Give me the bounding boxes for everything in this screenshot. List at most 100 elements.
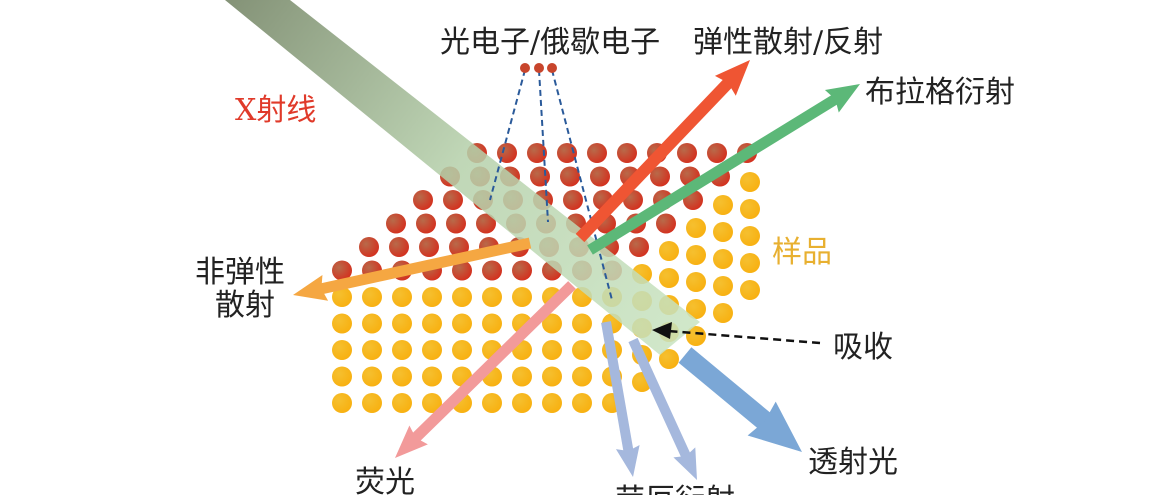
bulk-atom [713, 222, 733, 242]
bulk-atom [332, 313, 352, 334]
bulk-atom [572, 393, 592, 413]
bulk-atom [362, 366, 382, 387]
surface-atom [419, 237, 439, 257]
surface-atom [389, 237, 409, 257]
label-laue-diffraction: 劳厄衍射 [615, 483, 735, 495]
bulk-atom [332, 340, 352, 360]
bulk-atom [392, 340, 412, 360]
bulk-atom [392, 393, 412, 413]
bulk-atom [482, 393, 502, 413]
bulk-atom [686, 245, 706, 265]
surface-atom [386, 213, 406, 234]
label-inelastic-1: 非弹性 [195, 255, 285, 290]
laue-diffraction-arrow [628, 337, 697, 480]
bulk-atom [740, 226, 760, 246]
bulk-atom [362, 393, 382, 413]
label-inelastic-2: 散射 [215, 288, 275, 323]
surface-atom [482, 260, 502, 281]
surface-atom [413, 190, 433, 210]
label-transmitted: 透射光 [808, 445, 898, 480]
bulk-atom [512, 366, 532, 387]
bulk-atom [713, 276, 733, 296]
label-fluorescence: 荧光 [355, 465, 415, 495]
bulk-atom [659, 241, 679, 261]
bulk-atom [542, 393, 562, 413]
bulk-atom [362, 287, 382, 307]
bulk-atom [512, 287, 532, 307]
bulk-atom [572, 340, 592, 360]
bulk-atom [452, 287, 472, 307]
bulk-atom [686, 272, 706, 292]
bulk-atom [452, 340, 472, 360]
surface-atom [452, 260, 472, 281]
bulk-atom [659, 349, 679, 369]
bragg-diffraction-arrow [587, 84, 860, 255]
surface-atom [707, 143, 727, 163]
label-absorption: 吸收 [833, 330, 893, 365]
bulk-atom [713, 303, 733, 323]
bulk-atom [740, 199, 760, 219]
surface-atom [527, 143, 547, 163]
bulk-atom [686, 326, 706, 346]
surface-atom [563, 190, 583, 210]
bulk-atom [392, 313, 412, 334]
bulk-atom [572, 313, 592, 334]
bulk-atom [362, 340, 382, 360]
bulk-atom [332, 287, 352, 307]
bulk-atom [512, 393, 532, 413]
fluorescence-arrow [395, 281, 576, 458]
surface-atom [590, 166, 610, 187]
surface-atom [359, 237, 379, 257]
label-bragg-diffraction: 布拉格衍射 [865, 75, 1015, 110]
surface-atom [587, 143, 607, 163]
bulk-atom [392, 287, 412, 307]
label-photoelectron: 光电子/俄歇电子 [440, 25, 660, 60]
bulk-atom [713, 249, 733, 269]
surface-atom [512, 260, 532, 281]
surface-atom [617, 143, 637, 163]
bulk-atom [572, 366, 592, 387]
bulk-atom [542, 366, 562, 387]
bulk-atom [686, 299, 706, 319]
bulk-atom [422, 366, 442, 387]
surface-atom [443, 190, 463, 210]
label-sample: 样品 [772, 235, 832, 270]
surface-atom [560, 166, 580, 187]
bulk-atom [740, 253, 760, 273]
emitted-electrons [520, 63, 557, 73]
bulk-atom [542, 313, 562, 334]
bulk-atom [332, 393, 352, 413]
surface-atom [416, 213, 436, 234]
transmitted-light-arrow [678, 347, 802, 452]
surface-atom [332, 260, 352, 281]
bulk-atom [740, 280, 760, 300]
surface-atom [530, 166, 550, 187]
bulk-atom [392, 366, 412, 387]
absorption-pointer [652, 322, 821, 345]
xray-beam [225, 0, 700, 355]
bulk-atom [422, 393, 442, 413]
bulk-atom [740, 172, 760, 192]
bulk-atom [542, 340, 562, 360]
elastic-scattering-arrow [575, 60, 750, 243]
bulk-atom [362, 313, 382, 334]
bulk-atom [422, 313, 442, 334]
label-xray: X射线 [235, 93, 316, 128]
bulk-atom [422, 287, 442, 307]
surface-atom [656, 213, 676, 234]
bulk-atom [422, 340, 442, 360]
bulk-atom [659, 268, 679, 288]
surface-atom [629, 237, 649, 257]
inelastic-scattering-arrow [293, 237, 532, 301]
bulk-atom [452, 313, 472, 334]
electron-emission-paths [489, 69, 613, 301]
bulk-atom [332, 366, 352, 387]
label-elastic-scattering: 弹性散射/反射 [693, 25, 883, 60]
bulk-atom [482, 287, 502, 307]
bulk-atom [686, 218, 706, 238]
surface-atom [446, 213, 466, 234]
laue-diffraction-arrow [601, 321, 640, 477]
bulk-atom [713, 195, 733, 215]
surface-atom [650, 166, 670, 187]
